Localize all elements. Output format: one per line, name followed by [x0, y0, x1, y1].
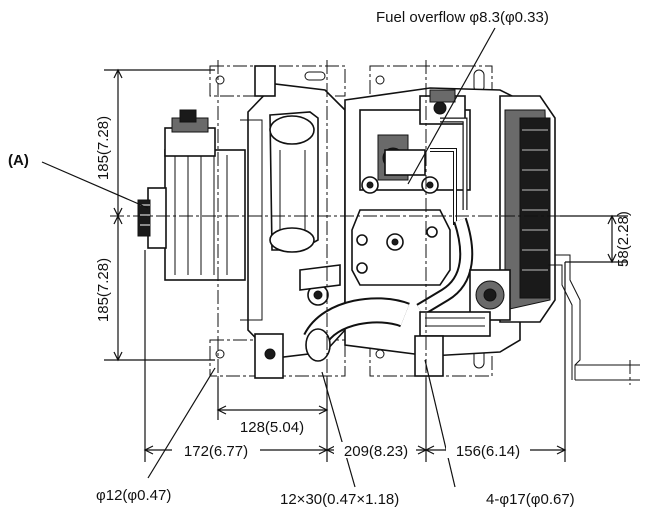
output-flange — [147, 187, 167, 249]
dim-185-top: 185(7.28) — [95, 116, 112, 180]
mount-hole — [215, 75, 225, 85]
dim-209: 209(8.23) — [344, 443, 408, 460]
leader-fuel-overflow — [407, 27, 496, 185]
holes-4-label: 4-φ17(φ0.67) — [486, 491, 575, 508]
mount-hole — [375, 75, 385, 85]
callout-a-label: (A) — [8, 152, 29, 169]
labels: Fuel overflow φ8.3(φ0.33) (A) 185(7.28) … — [8, 9, 632, 508]
engine-illustration — [137, 65, 556, 379]
centerlines — [110, 60, 560, 378]
exhaust-outlet — [548, 254, 640, 385]
dim-156: 156(6.14) — [456, 443, 520, 460]
dim-185-bottom: 185(7.28) — [95, 258, 112, 322]
leader-holes-4 — [424, 359, 456, 488]
leader-callout-a — [41, 161, 149, 209]
dim-172: 172(6.77) — [184, 443, 248, 460]
fuel-overflow-label: Fuel overflow φ8.3(φ0.33) — [376, 9, 549, 26]
dim-58: 58(2.28) — [615, 211, 632, 267]
hole-12-label: φ12(φ0.47) — [96, 487, 171, 504]
dim-128: 128(5.04) — [240, 419, 304, 436]
leader-slot — [321, 371, 356, 488]
gear-case — [164, 149, 246, 281]
leader-hole-12 — [147, 367, 216, 479]
mount-hole — [375, 349, 385, 359]
mount-slot — [304, 71, 326, 81]
slot-label: 12×30(0.47×1.18) — [280, 491, 399, 508]
mount-hole — [215, 349, 225, 359]
